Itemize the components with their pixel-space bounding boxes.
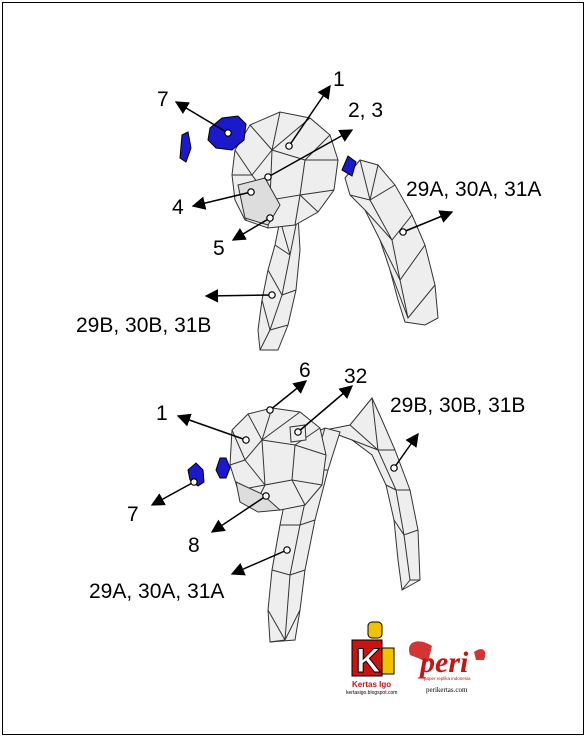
label-29b-30b-31b: 29B, 30B, 31B [76,314,211,337]
kertas-logo-name: Kertas Igo [352,680,391,689]
kertas-igo-logo: K Kertas Igo kertasigo.blogspot.com [346,621,397,696]
bottom-anchor-dots [190,406,398,554]
top-ear-part-small [179,131,192,163]
top-leader-lines [174,84,454,303]
leader-29b [204,289,273,303]
label-29a-30a-31a-bottom: 29A, 30A, 31A [89,580,224,603]
left-leg-part [257,214,301,351]
label-29b-30b-31b-bottom: 29B, 30B, 31B [390,394,525,417]
label-1: 1 [333,68,345,91]
peri-logo: peri paper replika indonesia perikertas.… [409,641,486,694]
peri-logo-name: peri [417,646,469,679]
label-5: 5 [213,237,225,260]
label-29a-30a-31a: 29A, 30A, 31A [406,178,541,201]
leader-7b [150,481,195,506]
bottom-assembly: 6 32 1 29B, 30B, 31B 7 8 29A, 30A, 31A [89,359,525,643]
leader-4 [191,191,252,210]
bottom-leader-lines [150,380,419,576]
leader-7 [174,101,229,134]
bottom-head-part [229,407,327,513]
kertas-logo-url: kertasigo.blogspot.com [346,690,397,696]
leader-5 [231,217,271,241]
label-2-3: 2, 3 [348,99,383,122]
leader-2-3 [267,129,354,178]
label-7-bottom: 7 [127,503,139,526]
right-leg-part [344,159,439,326]
leader-29b-bottom [393,432,419,469]
label-4: 4 [172,196,184,219]
peri-logo-url: perikertas.com [426,686,468,694]
label-32: 32 [344,365,367,388]
leader-32 [297,385,354,433]
leader-1b [176,413,247,441]
leader-8 [210,495,267,533]
bottom-right-leg-part [323,397,421,591]
label-7: 7 [157,88,169,111]
top-anchor-dots [224,129,407,299]
label-1-bottom: 1 [156,402,168,425]
leader-29a [402,210,454,233]
leader-29a-bottom [230,549,288,576]
label-6: 6 [299,359,311,382]
top-leg-tab [341,155,357,177]
leader-6 [269,380,308,411]
bottom-ear-part-inner [215,457,231,479]
top-head-part [231,111,339,229]
label-8: 8 [188,534,200,557]
leader-1 [288,84,331,147]
kertas-logo-letter: K [356,642,381,680]
peri-logo-tagline: paper replika indonesia [424,676,471,681]
top-assembly: 1 2, 3 7 4 5 29A, 30A, 31A 29B, 30B, 31B [76,68,541,351]
